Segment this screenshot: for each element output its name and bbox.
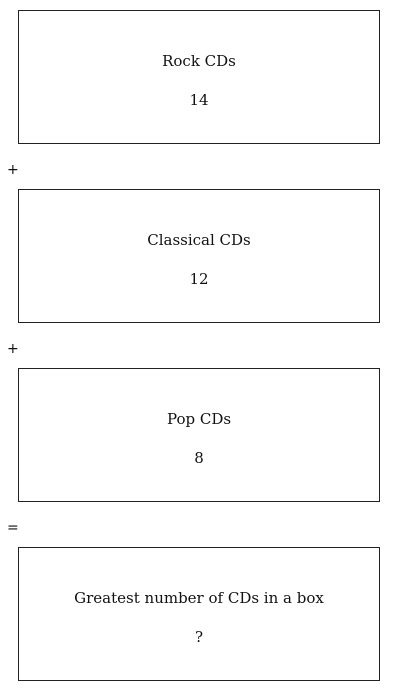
pop-cds-value: 8 [194,449,204,467]
equals-operator: = [7,520,19,536]
pop-cds-box: Pop CDs 8 [18,368,380,502]
result-box: Greatest number of CDs in a box ? [18,547,380,681]
classical-cds-value: 12 [189,270,209,288]
rock-cds-box: Rock CDs 14 [18,10,380,144]
classical-cds-label: Classical CDs [147,231,251,249]
result-value: ? [194,628,204,646]
plus-operator-1: + [7,162,19,178]
rock-cds-label: Rock CDs [162,52,236,70]
result-label: Greatest number of CDs in a box [74,589,324,607]
plus-operator-2: + [7,341,19,357]
classical-cds-box: Classical CDs 12 [18,189,380,323]
pop-cds-label: Pop CDs [166,410,232,428]
rock-cds-value: 14 [189,91,209,109]
